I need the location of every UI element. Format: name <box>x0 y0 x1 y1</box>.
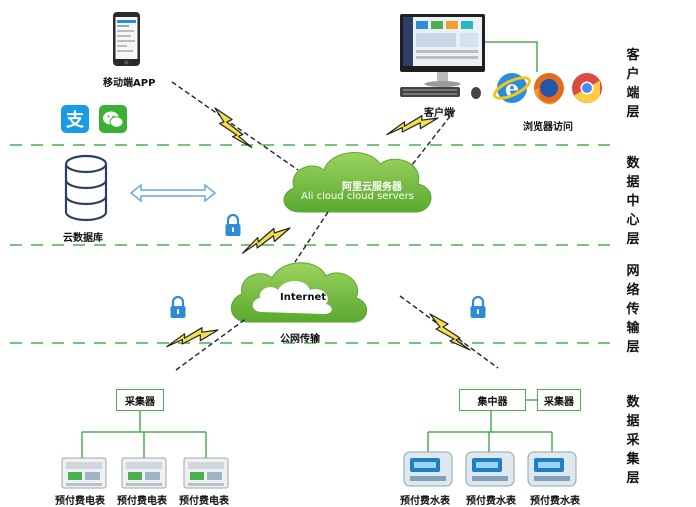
lock-icon <box>224 213 242 238</box>
alipay-icon: 支 <box>61 105 89 133</box>
lightning-bolt-icon <box>429 313 471 351</box>
cloud-server-title: 阿里云服务器 <box>342 182 402 193</box>
mobile-app-label: 移动端APP <box>103 78 156 89</box>
client-browser-link <box>485 41 538 72</box>
cloud-db-label: 云数据库 <box>63 233 103 244</box>
lock-icon <box>169 295 187 320</box>
lightning-bolt-icon <box>166 311 219 366</box>
browser-access-label: 浏览器访问 <box>523 122 573 133</box>
electric-meter-label: 预付费电表 <box>117 496 167 507</box>
layer-label-network: 网络传输层 <box>626 264 640 355</box>
double-arrow-icon <box>129 183 217 203</box>
firefox-browser-icon <box>534 73 564 105</box>
electric-meter-label: 预付费电表 <box>179 496 229 507</box>
desktop-monitor-icon <box>400 14 485 99</box>
concentrator-box: 集中器 <box>459 389 526 411</box>
svg-text:支: 支 <box>65 109 85 131</box>
water-meter-label: 预付费水表 <box>400 496 450 507</box>
layer-label-datacenter: 数据中心层 <box>626 156 640 247</box>
layer-label-client: 客户端层 <box>626 48 640 120</box>
layer-dividers <box>10 144 610 344</box>
public-net-label: 公网传输 <box>280 334 320 345</box>
database-icon <box>64 154 108 222</box>
water-meter-icon <box>527 451 577 487</box>
electric-meter-icon <box>183 457 229 489</box>
collector-right-box: 采集器 <box>537 389 581 411</box>
internet-label: Internet <box>280 292 327 303</box>
layer-label-collection: 数据采集层 <box>626 395 640 486</box>
smartphone-icon <box>113 12 140 66</box>
chrome-browser-icon <box>572 73 602 104</box>
wechat-icon <box>99 105 127 133</box>
internet-cloud-shape <box>231 262 367 323</box>
water-meter-icon <box>465 451 515 487</box>
water-meter-icon <box>403 451 453 487</box>
lightning-bolt-icon <box>241 215 291 267</box>
collector-left-box: 采集器 <box>116 389 164 411</box>
electric-meter-icon <box>61 457 107 489</box>
cloud-server-subtitle: Ali cloud cloud servers <box>301 191 414 202</box>
aliyun-cloud-shape <box>283 152 432 213</box>
right-tree-lines <box>427 399 553 452</box>
pc-client-label: 客户端 <box>424 108 454 119</box>
electric-meter-icon <box>121 457 167 489</box>
lightning-bolt-icon <box>211 107 256 148</box>
ie-browser-icon: e <box>493 73 531 103</box>
water-meter-label: 预付费水表 <box>530 496 580 507</box>
link-lines <box>171 81 499 371</box>
water-meter-label: 预付费水表 <box>466 496 516 507</box>
electric-meter-label: 预付费电表 <box>55 496 105 507</box>
lock-icon <box>469 295 487 320</box>
left-tree-lines <box>81 410 207 458</box>
